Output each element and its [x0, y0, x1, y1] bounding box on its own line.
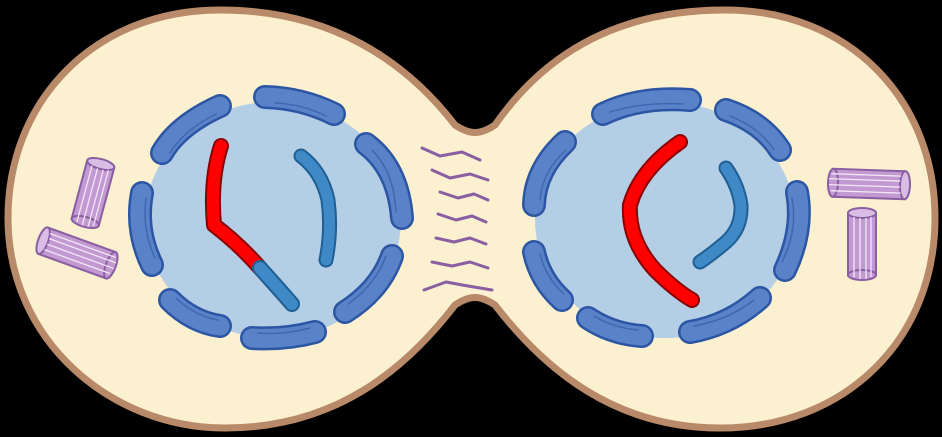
left-nucleus: [140, 97, 402, 338]
right-nucleus: [534, 99, 799, 338]
right-centriole-bottom: [848, 208, 876, 280]
right-centriole-top: [828, 169, 911, 200]
